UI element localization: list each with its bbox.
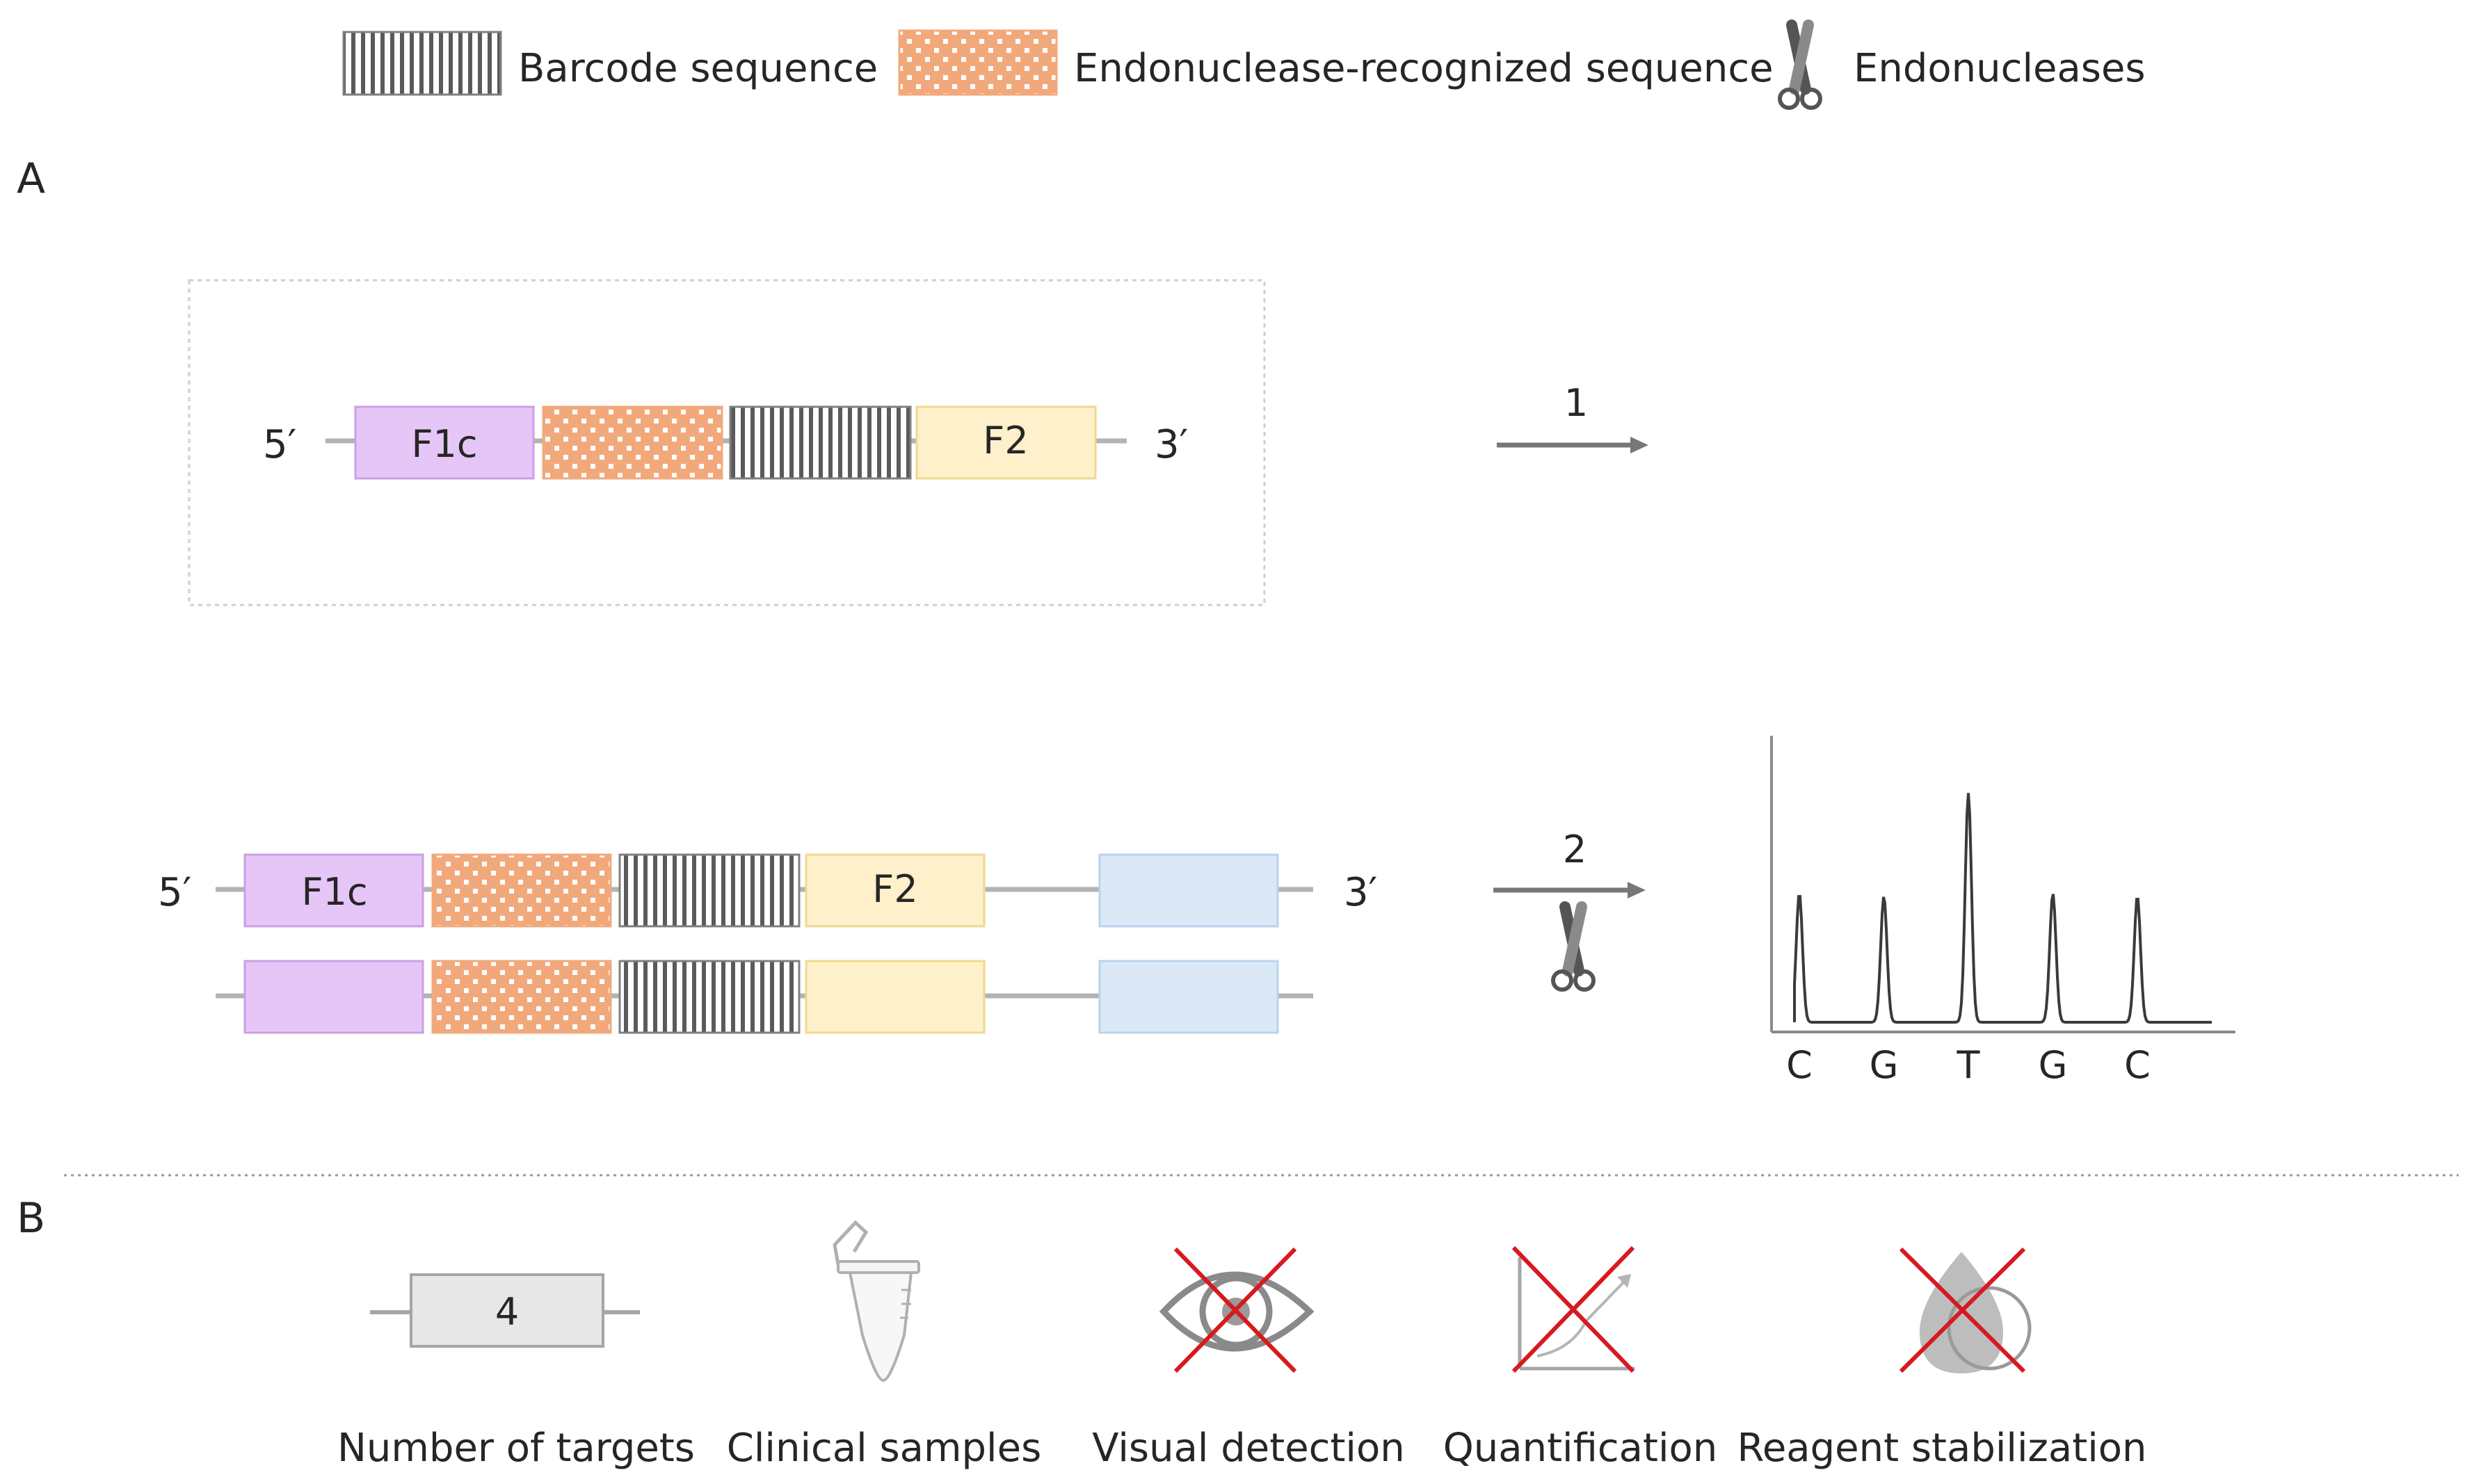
duplex-bottom-endonuclease-block [431,960,612,1034]
construct-endonuclease-block [542,405,723,480]
duplex-top-endonuclease-block [431,853,612,928]
target-count-icon: 4 [370,1273,640,1348]
panel-a-label: A [17,154,45,203]
construct-strand: 5′ F1c F2 3′ [263,405,1188,480]
construct-three-prime: 3′ [1155,422,1188,467]
legend-endonuclease-seq-label: Endonuclease-recognized sequence [1074,46,1774,91]
chart-tick-label: T [1957,1043,1981,1087]
construct-f1c-block [354,405,535,480]
duplex-strands: 5′ 3′ F1c F2 [158,853,1377,1034]
duplex-top-f2-block [805,853,986,928]
construct-five-prime: 5′ [263,422,296,467]
item-label-quantification: Quantification [1443,1426,1718,1471]
chart-tick-label: C [2124,1043,2151,1087]
duplex-three-prime: 3′ [1344,870,1377,915]
tube-icon [833,1220,920,1382]
legend: Barcode sequence Endonuclease-recognized… [342,19,2146,110]
step-1-arrow: 1 [1497,381,1648,453]
reagent-stabilization-cross-mark [1899,1247,2026,1373]
target-count-value: 4 [495,1290,519,1334]
duplex-bottom-barcode-block [618,960,801,1034]
panel-b-label: B [17,1194,45,1243]
chart-tick-label: G [1870,1043,1899,1087]
chart-tick-label: G [2039,1043,2068,1087]
droplet-icon [1920,1252,2032,1373]
duplex-f2-label: F2 [872,867,917,911]
chart-tick-label: C [1786,1043,1813,1087]
quantification-cross-mark [1511,1245,1635,1373]
duplex-five-prime: 5′ [158,870,191,915]
visual-detection-cross-mark [1173,1247,1297,1373]
legend-barcode-label: Barcode sequence [518,46,878,91]
construct-f2-label: F2 [983,419,1028,462]
chromatogram-trace [1793,793,2212,1024]
duplex-bottom-f2-block [805,960,986,1034]
step-2-scissors-icon [1551,901,1596,992]
item-label-reagent-stabilization: Reagent stabilization [1737,1426,2146,1471]
step-1-label: 1 [1564,381,1588,425]
construct-f1c-label: F1c [411,422,477,466]
duplex-top-blue-block [1098,853,1279,928]
item-label-visual-detection: Visual detection [1092,1426,1404,1471]
duplex-bottom-f1c-block [243,960,424,1034]
scissors-icon [1778,19,1822,110]
construct-f2-block [915,405,1097,480]
construct-barcode-block [729,405,912,480]
step-2-arrow: 2 [1493,828,1646,992]
item-label-number-of-targets: Number of targets [337,1426,695,1471]
duplex-top-f1c-block [243,853,424,928]
construct-dashed-box [188,279,1266,606]
step-2-label: 2 [1563,828,1587,871]
duplex-f1c-label: F1c [301,870,367,914]
duplex-bottom-blue-block [1098,960,1279,1034]
legend-barcode-swatch [342,31,502,96]
legend-endonuclease-seq-swatch [898,29,1058,96]
legend-endonucleases-label: Endonucleases [1854,46,2146,91]
item-label-clinical-samples: Clinical samples [727,1426,1042,1471]
duplex-top-barcode-block [618,853,801,928]
